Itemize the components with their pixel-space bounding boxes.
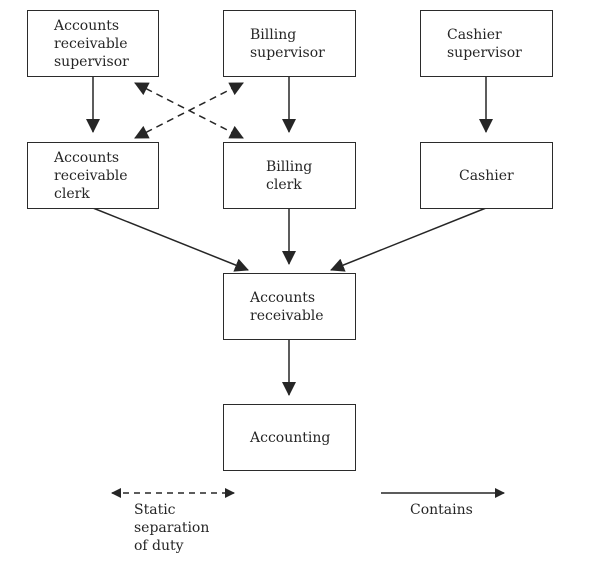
node-label: Billing clerk bbox=[266, 158, 313, 193]
edge-ar-clerk-to-accounts-receivable bbox=[92, 207, 249, 272]
node-accounting: Accounting bbox=[223, 404, 356, 471]
node-accounts-receivable: Accounts receivable bbox=[223, 273, 356, 340]
node-label: Billing supervisor bbox=[250, 26, 325, 61]
node-label: Accounts receivable clerk bbox=[54, 149, 128, 202]
node-label: Accounts receivable supervisor bbox=[54, 17, 129, 70]
node-label: Cashier supervisor bbox=[447, 26, 522, 61]
node-billing-clerk: Billing clerk bbox=[223, 142, 356, 209]
node-billing-supervisor: Billing supervisor bbox=[223, 10, 356, 77]
node-label: Cashier bbox=[459, 167, 514, 184]
node-ar-supervisor: Accounts receivable supervisor bbox=[27, 10, 159, 77]
node-label: Accounts receivable bbox=[250, 289, 324, 324]
ssd-ar-clerk-billing-supervisor bbox=[134, 82, 244, 139]
edge-cashier-to-accounts-receivable bbox=[330, 207, 487, 272]
node-ar-clerk: Accounts receivable clerk bbox=[27, 142, 159, 209]
node-cashier-supervisor: Cashier supervisor bbox=[420, 10, 553, 77]
node-cashier: Cashier bbox=[420, 142, 553, 209]
legend-contains-label: Contains bbox=[410, 502, 473, 518]
legend-ssd-label: Static separation of duty bbox=[134, 502, 210, 554]
node-label: Accounting bbox=[250, 429, 331, 446]
